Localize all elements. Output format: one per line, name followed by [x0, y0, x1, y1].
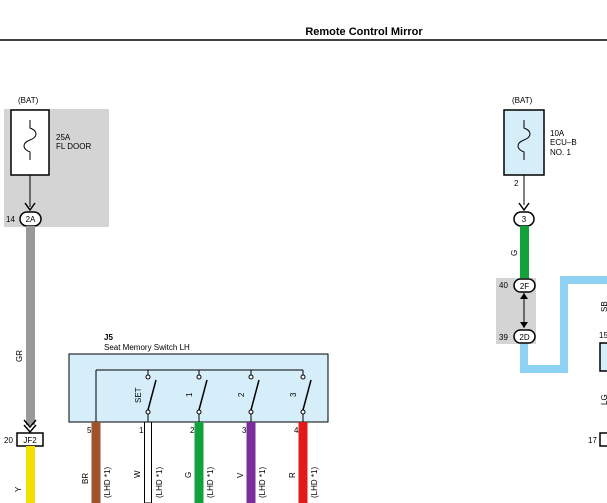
switch-wire-label: W [133, 470, 142, 478]
c-jf2-arrow-1 [23, 419, 37, 429]
wire-gr-label: GR [15, 350, 24, 362]
left-fuse-source: (BAT) [18, 96, 39, 105]
right-partial-box [599, 342, 607, 372]
junction-arrow-up [520, 293, 528, 299]
switch-contact-bottom [248, 409, 254, 415]
junction-arrow-down [520, 322, 528, 328]
switch-pin-number: 1 [139, 426, 144, 435]
wire-sb-label: SB [600, 301, 607, 312]
left-fuse-symbol [23, 120, 37, 160]
switch-wire [246, 422, 256, 503]
switch-wire-note: (LHD *1) [310, 467, 319, 498]
switch-pin-number: 5 [87, 426, 92, 435]
switch-contact-label: SET [134, 387, 143, 403]
c-right-17-pin: 17 [588, 436, 597, 445]
right-fuse-rating: 10A [550, 129, 565, 138]
wire-y [26, 446, 35, 503]
right-fuse-source: (BAT) [512, 96, 533, 105]
wire-g-top-label: G [510, 250, 519, 256]
wire-gr [26, 226, 35, 425]
switch-contact-blade [147, 379, 157, 411]
c-right-15-pin: 15 [599, 331, 607, 340]
switch-contact-bottom [145, 409, 151, 415]
c-jf2-arrow-2 [23, 424, 37, 434]
switch-wire [298, 422, 308, 503]
switch-contact-bottom [196, 409, 202, 415]
wire-blue [520, 276, 607, 373]
right-fuse-symbol [517, 120, 531, 160]
switch-id: J5 [104, 333, 113, 342]
left-fuse-name: FL DOOR [56, 142, 91, 151]
switch-contact-top [196, 374, 202, 380]
c-3-id: 3 [522, 215, 527, 224]
left-fuse-rating: 25A [56, 133, 71, 142]
c-3-arrow [518, 202, 530, 212]
right-partial-connector [599, 432, 607, 447]
c-2d-connector [513, 329, 536, 344]
switch-wire-note: (LHD *1) [155, 467, 164, 498]
switch-contact-label: 3 [289, 392, 298, 397]
page-title: Remote Control Mirror [305, 26, 423, 38]
switch-pin-number: 4 [294, 426, 299, 435]
switch-contact-label: 2 [237, 392, 246, 397]
left-fuse-box [10, 109, 50, 176]
c-2f-connector [513, 278, 536, 293]
switch-contact-bottom [300, 409, 306, 415]
right-fuse-box [503, 109, 545, 176]
right-fuse-pin: 2 [514, 179, 519, 188]
switch-contact-blade [302, 379, 312, 411]
switch-contact-top [145, 374, 151, 380]
c-2d-pin: 39 [499, 333, 508, 342]
c-jf2-id: JF2 [23, 436, 37, 445]
switch-wire-label: V [236, 472, 245, 478]
switch-wire-label: R [288, 472, 297, 478]
switch-contact-label: 1 [185, 392, 194, 397]
c-2f-pin: 40 [499, 281, 508, 290]
wire-y-label: Y [14, 486, 23, 492]
right-fuse-name-2: NO. 1 [550, 148, 571, 157]
right-fuse-name-1: ECU–B [550, 138, 577, 147]
switch-wire-note: (LHD *1) [206, 467, 215, 498]
switch-wire [194, 422, 204, 503]
switch-wire-label: BR [81, 473, 90, 484]
c-2f-id: 2F [520, 282, 529, 291]
switch-wire [144, 421, 152, 503]
switch-contact-top [300, 374, 306, 380]
c-2a-arrow [24, 202, 36, 212]
switch-wire-note: (LHD *1) [103, 467, 112, 498]
c-2a-id: 2A [26, 215, 36, 224]
c-2a-pin: 14 [6, 215, 15, 224]
switch-wire-note: (LHD *1) [258, 467, 267, 498]
switch-pin-number: 2 [190, 426, 195, 435]
wire-lg-label: LG [600, 394, 607, 405]
switch-pin-number: 3 [242, 426, 247, 435]
switch-contact-blade [198, 379, 208, 411]
switch-contact-top [248, 374, 254, 380]
c-jf2-pin: 20 [4, 436, 13, 445]
switch-wire [91, 422, 101, 503]
switch-contact-blade [250, 379, 260, 411]
switch-name: Seat Memory Switch LH [104, 343, 190, 352]
switch-wire-label: G [184, 472, 193, 478]
c-2d-id: 2D [519, 333, 529, 342]
wire-g-top [520, 226, 529, 278]
